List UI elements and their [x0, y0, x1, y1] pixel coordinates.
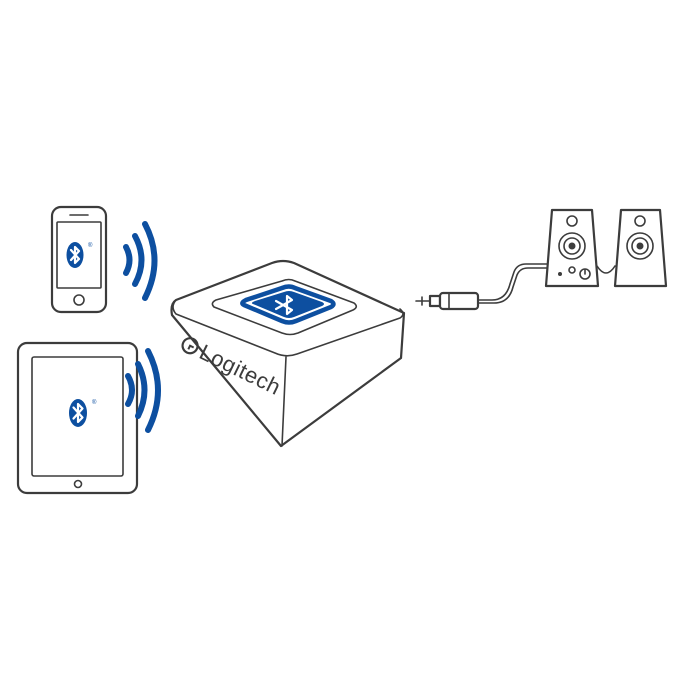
audio-plug [415, 291, 480, 311]
bluetooth-icon [274, 294, 294, 316]
bluetooth-receiver: Logitech [170, 259, 406, 448]
bluetooth-icon [69, 399, 87, 427]
tablet-signal-waves [125, 348, 161, 433]
phone-signal-waves [123, 221, 158, 301]
speaker-right [613, 208, 668, 288]
bluetooth-icon [66, 242, 84, 268]
registered-mark: ® [92, 399, 97, 406]
volume-knob[interactable] [579, 268, 591, 280]
smartphone: ® [50, 205, 108, 314]
pairing-button[interactable] [240, 284, 336, 325]
tablet: ® [16, 341, 139, 495]
audio-cable [415, 263, 616, 311]
registered-mark: ® [88, 242, 93, 249]
speaker-left [544, 208, 600, 288]
